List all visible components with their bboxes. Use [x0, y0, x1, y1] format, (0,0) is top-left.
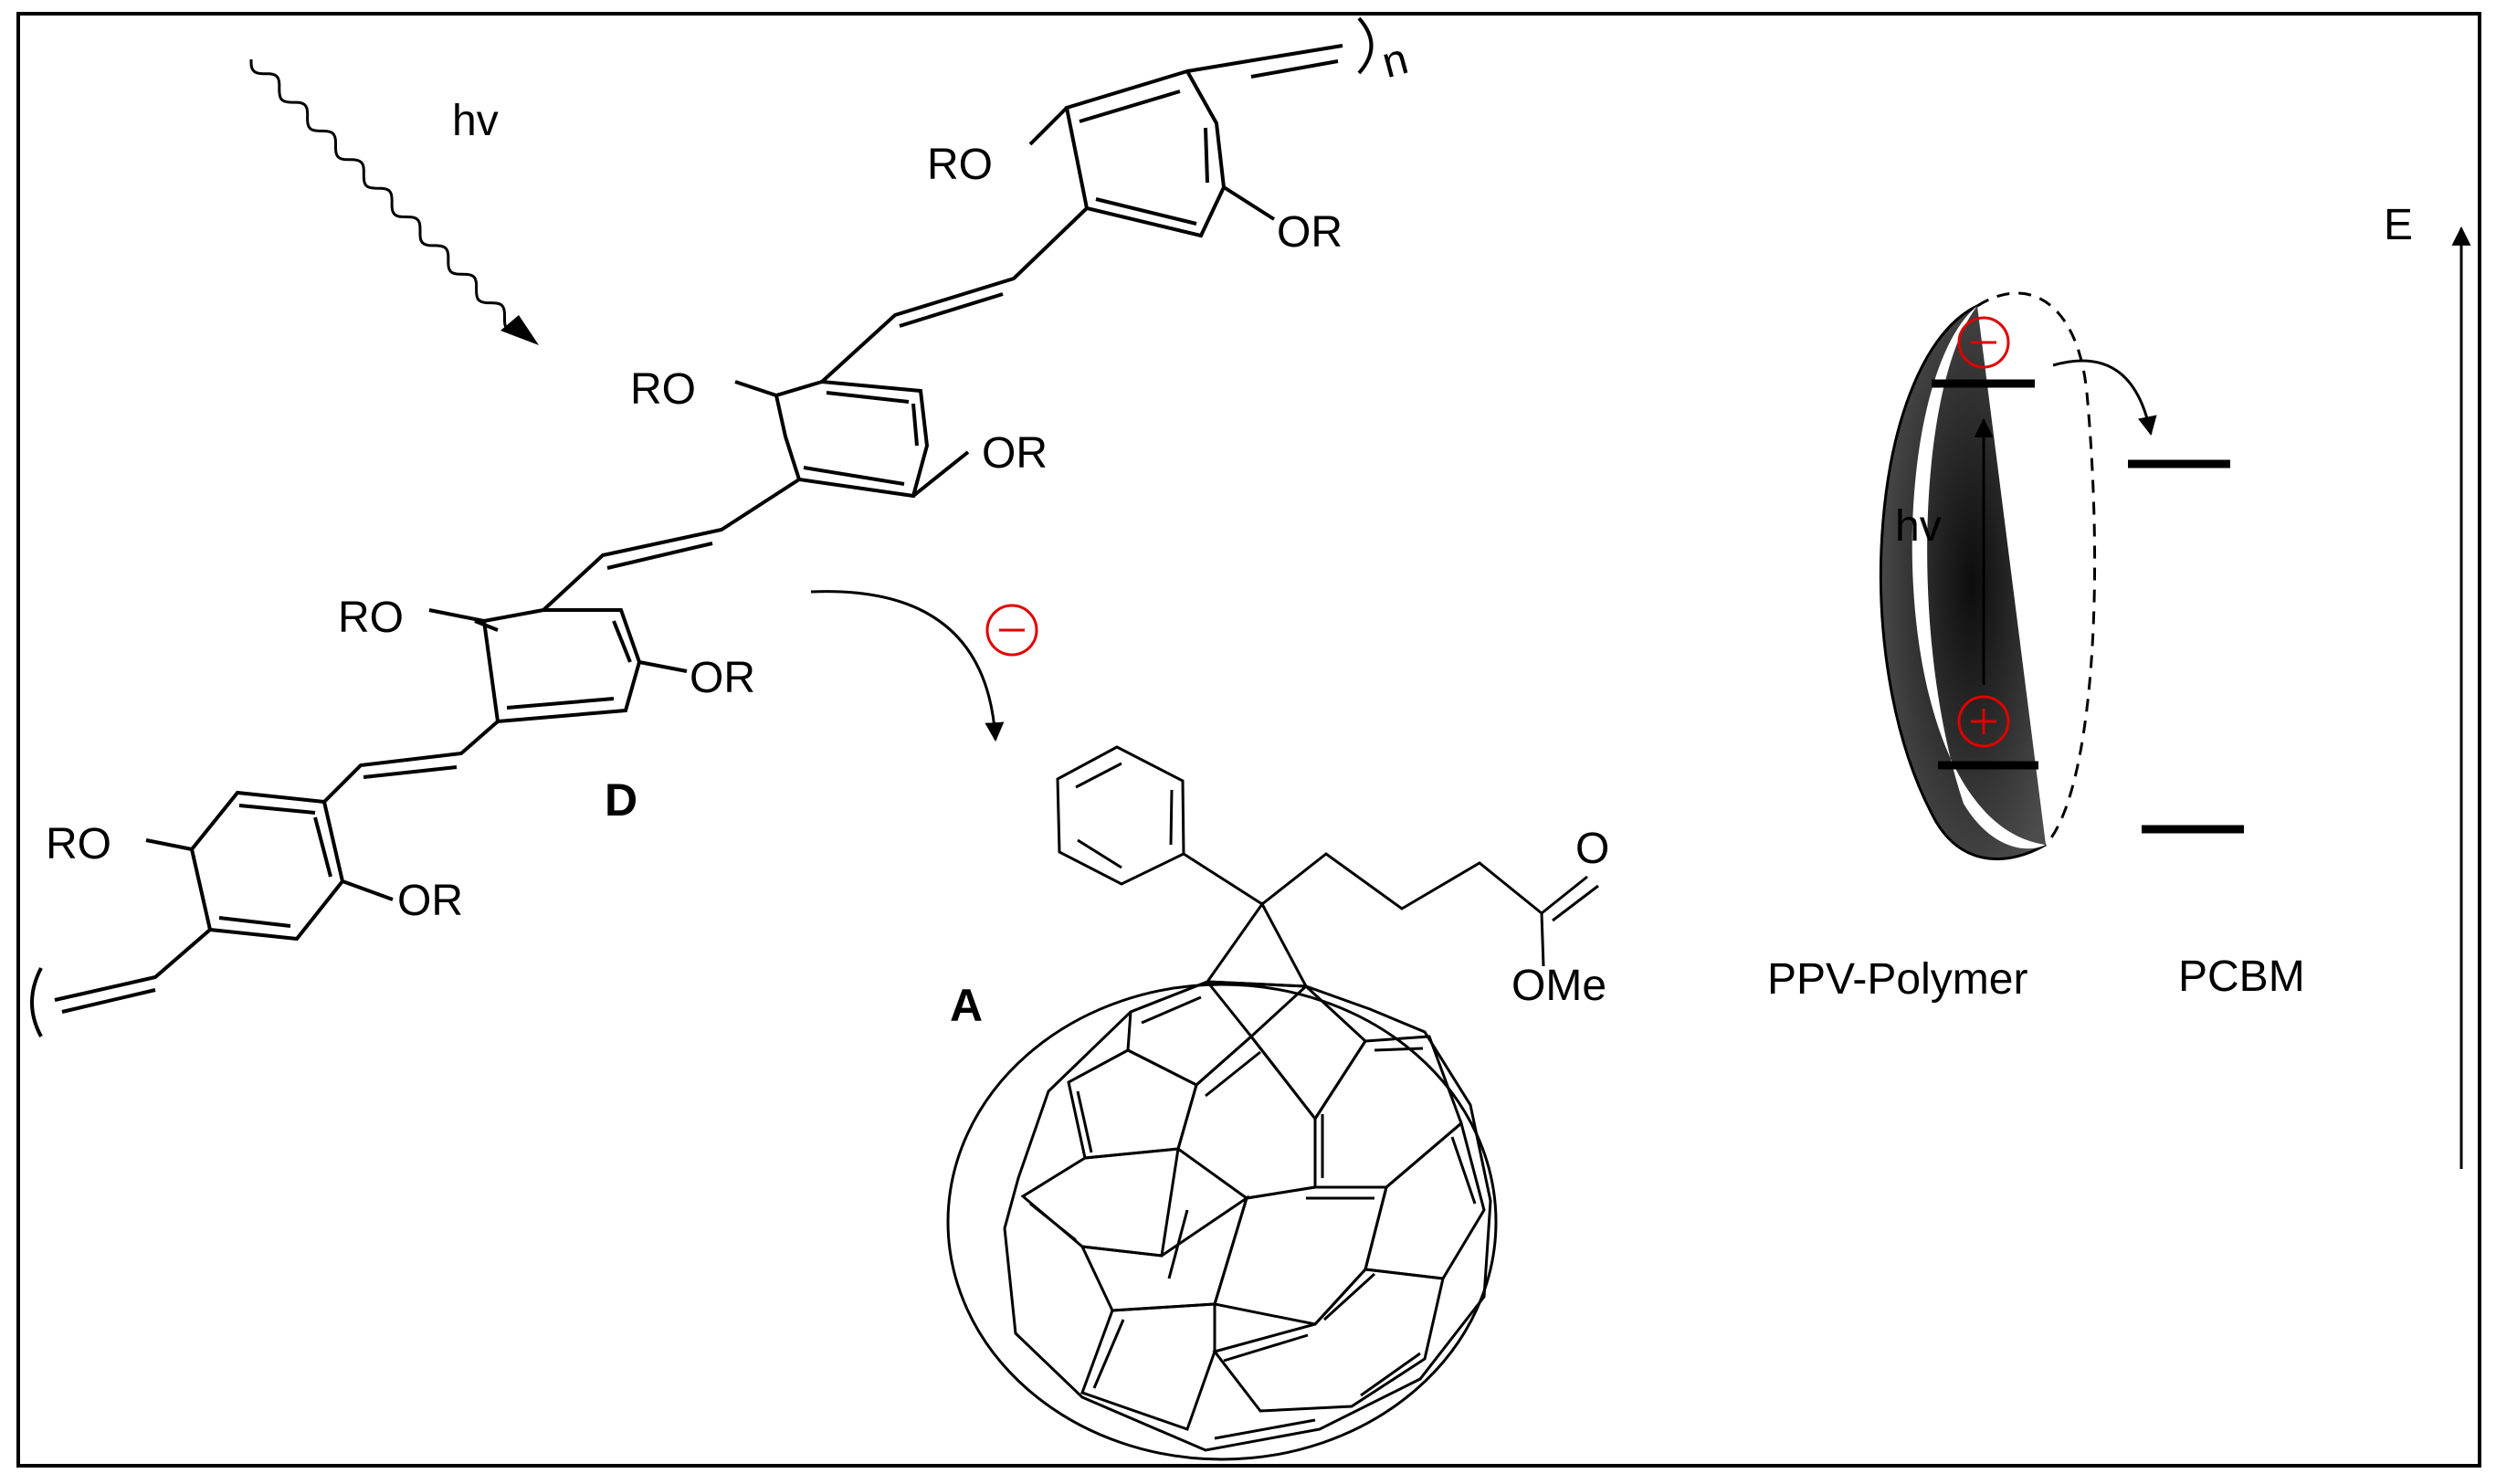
energy-diagram — [1879, 226, 2471, 1169]
exciton-ellipse-solid — [1879, 304, 2047, 860]
ester-OMe-label: OMe — [1511, 962, 1606, 1010]
substituent-RO-2: RO — [630, 365, 696, 414]
acceptor-label: A — [950, 980, 983, 1031]
fullerene-double-bonds — [1029, 995, 1477, 1440]
figure-frame — [16, 12, 2481, 1468]
ppv-ring-2 — [774, 379, 930, 499]
chain-repeat-n: n — [1377, 35, 1414, 88]
electron-charge-1 — [985, 604, 1038, 657]
chain-break-top — [1357, 16, 1374, 75]
ppv-polymer: n — [30, 16, 1414, 1037]
electron-transfer-arrow — [810, 590, 1005, 742]
ppv-ring-3 — [474, 608, 642, 724]
ppv-ring-4 — [189, 790, 345, 942]
phenyl-ring — [1056, 745, 1185, 886]
exciton-ellipse-dashed — [1976, 291, 2097, 847]
chain-break-bottom — [30, 967, 43, 1037]
energy-axis-label: E — [2384, 201, 2413, 249]
photon-label: hv — [452, 97, 499, 145]
hole-charge — [1957, 695, 2010, 748]
substituent-OR-1: OR — [1277, 208, 1343, 257]
transfer-arrow — [2052, 359, 2157, 437]
donor-label: D — [605, 774, 637, 826]
electron-charge-2 — [1957, 316, 2010, 369]
substituent-RO-4: RO — [46, 820, 111, 868]
photon-arrow — [249, 59, 539, 345]
excitation-label: hv — [1895, 502, 1942, 551]
pcbm-molecule — [946, 745, 1599, 1461]
substituent-OR-4: OR — [397, 877, 463, 925]
substituent-RO-3: RO — [338, 594, 404, 642]
acceptor-name: PCBM — [2178, 952, 2305, 1001]
chain-end-bottom — [54, 928, 212, 1002]
donor-name: PPV-Polymer — [1767, 955, 2027, 1004]
substituent-OR-3: OR — [690, 654, 755, 702]
chain-end-top — [1186, 44, 1343, 73]
substituent-RO-1: RO — [927, 141, 993, 189]
substituent-OR-2: OR — [982, 429, 1048, 478]
fullerene-facets — [1003, 980, 1492, 1452]
ester-O-label: O — [1575, 825, 1609, 873]
fullerene-cage — [946, 983, 1498, 1461]
ppv-ring-1 — [1064, 68, 1227, 238]
